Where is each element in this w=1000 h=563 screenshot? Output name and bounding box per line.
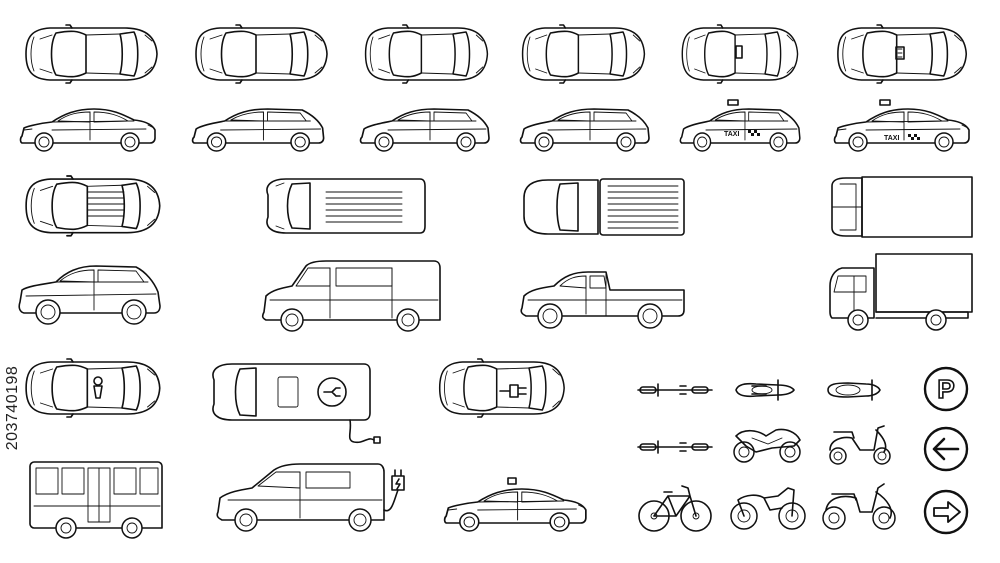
dirt-bike-side-icon: [730, 487, 806, 530]
taxi-label: TAXI: [884, 135, 899, 142]
hatchback-small-side-icon: [359, 108, 490, 152]
taxi-hatchback-side-icon: TAXI: [679, 99, 801, 152]
stock-id-text: 203740198: [4, 365, 21, 451]
hatchback-top-icon: [195, 24, 328, 84]
bicycle-top-icon: [637, 383, 713, 397]
sport-motorcycle-side-icon: [733, 428, 801, 463]
taxi-hatchback-top-icon: [681, 24, 799, 84]
sedan-side-2-icon: [443, 477, 587, 532]
taxi-label: TAXI: [724, 131, 739, 138]
taxi-sedan-top-icon: [837, 24, 968, 84]
sedan-side-icon: [19, 108, 156, 152]
parking-sign-icon: P: [923, 366, 969, 412]
hatchback-side-icon: [191, 108, 325, 152]
bicycle-top-2-icon: [637, 440, 713, 454]
hatchback-small-top-icon: [364, 24, 489, 84]
bicycle-side-icon: [638, 485, 712, 532]
taxi-sedan-side-icon: TAXI: [833, 99, 970, 152]
van-top-icon: [266, 178, 426, 234]
truck-top-icon: [831, 176, 973, 238]
parking-letter: P: [937, 374, 954, 404]
suv-top-icon: [25, 175, 161, 237]
motorcycle-top-icon: [735, 379, 795, 401]
scooter-top-icon: [827, 379, 881, 401]
scooter-side-icon: [829, 425, 891, 465]
suv-side-icon: [18, 265, 161, 325]
arrow-left-sign-icon: [923, 426, 969, 472]
sedan-top-icon: [25, 24, 158, 84]
pickup-top-icon: [523, 178, 685, 236]
stock-id-watermark: 203740198: [2, 298, 24, 518]
electric-car-top-icon: [438, 358, 565, 418]
truck-side-icon: [829, 253, 973, 331]
bus-side-icon: [29, 461, 163, 539]
arrow-right-sign-icon: [923, 489, 969, 535]
van-side-icon: [261, 260, 441, 332]
car-seat-top-icon: [25, 358, 161, 418]
electric-van-top-icon: [212, 363, 381, 444]
hatchback-compact-top-icon: [521, 24, 646, 84]
moped-side-icon: [822, 483, 896, 530]
hatchback-compact-side-icon: [519, 108, 650, 152]
electric-van-side-icon: [216, 463, 405, 532]
pickup-side-icon: [520, 271, 685, 329]
